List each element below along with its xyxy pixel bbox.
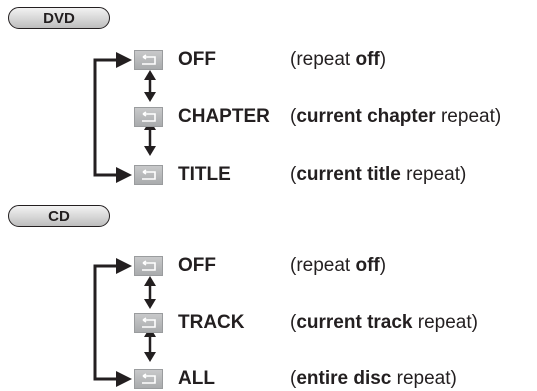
repeat-icon [134,50,163,70]
mode-description: (repeat off) [290,49,387,70]
mode-description: (entire disc repeat) [290,368,457,389]
mode-label: TITLE [178,164,231,185]
repeat-icon [134,165,163,185]
mode-label: OFF [178,255,216,276]
repeat-icon [134,369,163,389]
mode-label: ALL [178,368,215,389]
mode-label: CHAPTER [178,106,270,127]
mode-label: TRACK [178,312,245,333]
repeat-icon [134,256,163,276]
mode-description: (current chapter repeat) [290,106,502,127]
mode-description: (current title repeat) [290,164,467,185]
repeat-icon [134,107,163,127]
dvd-badge: DVD [8,7,110,29]
mode-description: (current track repeat) [290,312,478,333]
mode-description: (repeat off) [290,255,387,276]
mode-label: OFF [178,49,216,70]
repeat-icon [134,313,163,333]
cd-badge: CD [8,205,110,227]
